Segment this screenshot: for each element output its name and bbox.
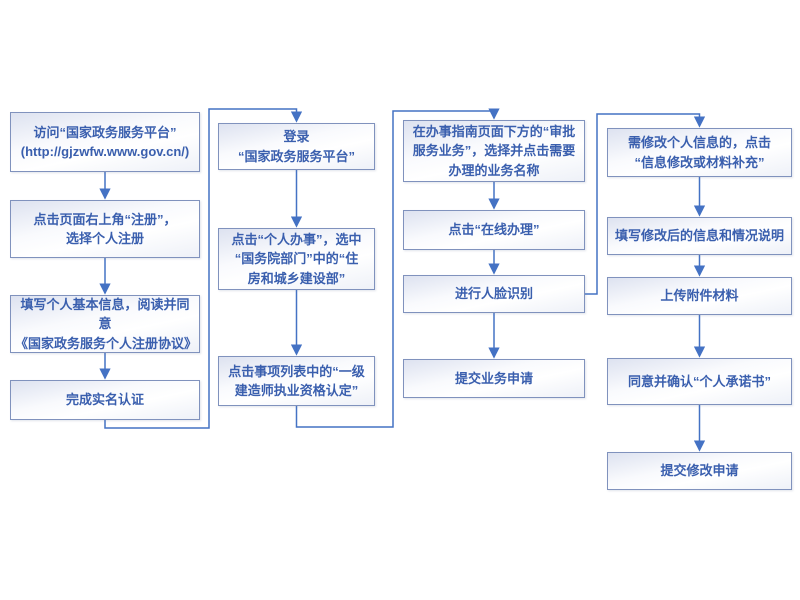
step-submit-application-label: 提交业务申请 [454,370,533,386]
step-login-platform-label: 登录 “国家政务服务平台” [237,129,355,164]
step-online-handling: 点击“在线办理” [403,210,585,250]
step-fill-modified-info-label: 填写修改后的信息和情况说明 [614,228,784,244]
step-fill-modified-info: 填写修改后的信息和情况说明 [607,217,792,255]
connector-col2-to-col3 [295,108,500,428]
step-click-register-label: 点击页面右上角“注册”， 选择个人注册 [33,211,177,247]
step-click-qualification-label: 点击事项列表中的“一级 建造师执业资格认定” [228,363,365,399]
step-modify-info-label: 需修改个人信息的，点击 “信息修改或材料补充” [627,135,771,170]
step-fill-basic-info-label: 填写个人基本信息，阅读并同意 《国家政务服务个人注册协议》 [15,296,198,351]
step-select-service-label: 在办事指南页面下方的“审批 服务业务”，选择并点击需要 办理的业务名称 [412,123,576,178]
step-submit-modification-label: 提交修改申请 [660,463,739,479]
step-click-qualification: 点击事项列表中的“一级 建造师执业资格认定” [218,356,375,406]
step-complete-verification: 完成实名认证 [10,380,200,420]
step-visit-platform-label: 访问“国家政务服务平台” (http://gjzwfw.www.gov.cn/) [20,124,190,160]
step-select-service: 在办事指南页面下方的“审批 服务业务”，选择并点击需要 办理的业务名称 [403,120,585,182]
step-confirm-commitment-label: 同意并确认“个人承诺书” [627,373,771,389]
step-click-register: 点击页面右上角“注册”， 选择个人注册 [10,200,200,258]
step-face-recognition: 进行人脸识别 [403,275,585,313]
step-fill-basic-info: 填写个人基本信息，阅读并同意 《国家政务服务个人注册协议》 [10,295,200,353]
step-modify-info: 需修改个人信息的，点击 “信息修改或材料补充” [607,128,792,177]
step-personal-affairs: 点击“个人办事”，选中 “国务院部门”中的“住 房和城乡建设部” [218,228,375,290]
step-complete-verification-label: 完成实名认证 [65,392,144,408]
step-submit-application: 提交业务申请 [403,359,585,398]
step-upload-attachments-label: 上传附件材料 [660,288,739,304]
step-visit-platform: 访问“国家政务服务平台” (http://gjzwfw.www.gov.cn/) [10,112,200,172]
step-confirm-commitment: 同意并确认“个人承诺书” [607,358,792,405]
step-submit-modification: 提交修改申请 [607,452,792,490]
step-login-platform: 登录 “国家政务服务平台” [218,123,375,170]
connector-col3-to-col4 [585,113,706,295]
step-online-handling-label: 点击“在线办理” [448,222,540,238]
connector-col1-to-col2 [104,108,303,429]
step-upload-attachments: 上传附件材料 [607,277,792,315]
step-face-recognition-label: 进行人脸识别 [454,286,533,302]
step-personal-affairs-label: 点击“个人办事”，选中 “国务院部门”中的“住 房和城乡建设部” [231,231,362,286]
